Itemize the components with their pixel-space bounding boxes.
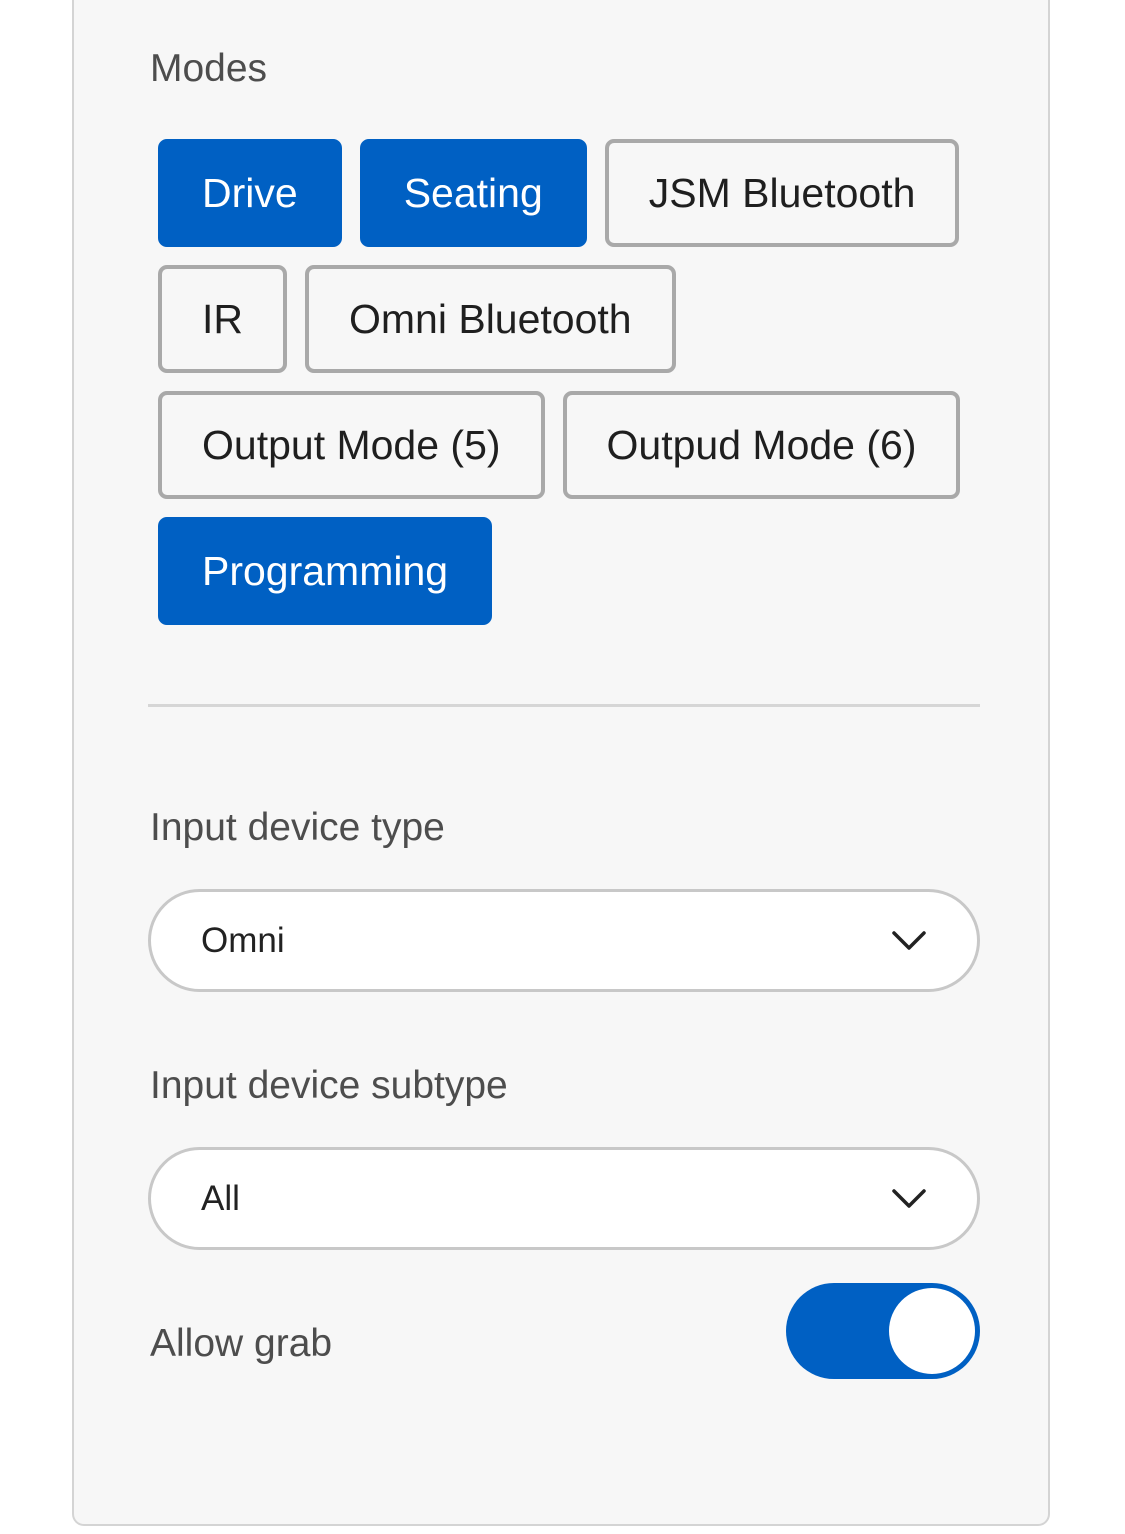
mode-button-drive[interactable]: Drive [158,139,342,247]
mode-button-omni-bluetooth[interactable]: Omni Bluetooth [305,265,676,373]
input-device-type-select[interactable]: Omni [148,889,980,992]
input-device-type-label: Input device type [150,806,445,849]
chevron-down-icon [891,1181,927,1217]
section-divider [148,704,980,707]
input-device-subtype-label: Input device subtype [150,1064,508,1107]
mode-button-jsm-bluetooth[interactable]: JSM Bluetooth [604,139,960,247]
mode-button-output-mode-5[interactable]: Output Mode (5) [158,391,545,499]
settings-panel: Modes Drive Seating JSM Bluetooth IR Omn… [72,0,1050,1526]
chevron-down-icon [891,923,927,959]
allow-grab-label: Allow grab [150,1322,333,1365]
toggle-knob [889,1288,975,1374]
modes-button-group: Drive Seating JSM Bluetooth IR Omni Blue… [158,139,988,625]
mode-button-ir[interactable]: IR [158,265,287,373]
input-device-subtype-value: All [201,1178,240,1218]
input-device-type-value: Omni [201,920,285,960]
mode-button-programming[interactable]: Programming [158,517,493,625]
modes-heading: Modes [150,47,268,90]
mode-button-seating[interactable]: Seating [359,139,587,247]
input-device-subtype-select[interactable]: All [148,1147,980,1250]
mode-button-output-mode-6[interactable]: Outpud Mode (6) [562,391,961,499]
allow-grab-toggle[interactable] [786,1283,980,1379]
